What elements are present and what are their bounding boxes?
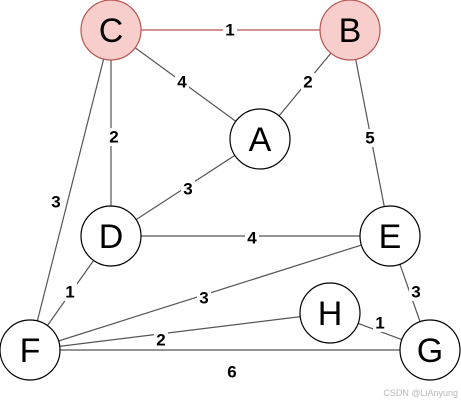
node-circle-c	[80, 0, 142, 61]
node-label-e: E	[379, 218, 402, 256]
node-a: A	[229, 108, 291, 170]
node-circle-f	[0, 319, 61, 381]
edge-weight-d-f: 1	[65, 283, 74, 302]
node-circle-e	[359, 205, 421, 267]
edge-weight-background	[225, 363, 239, 381]
node-g: G	[399, 319, 461, 381]
edge-weight-background	[197, 289, 211, 307]
edges-layer: 1 4 2 2 3 5 3 4 1 3 3 2 1 6	[29, 21, 431, 382]
edge-weight-c-b: 1	[225, 21, 234, 40]
node-label-b: B	[339, 12, 362, 50]
edge-c-f	[29, 29, 112, 351]
edge-weight-c-a: 4	[177, 73, 187, 92]
node-label-d: D	[99, 218, 124, 256]
edge-weight-background	[49, 193, 63, 211]
node-label-a: A	[249, 121, 272, 159]
edge-weight-c-d: 2	[109, 128, 118, 147]
node-label-c: C	[99, 12, 124, 50]
node-circle-h	[299, 282, 361, 344]
edge-weight-background	[175, 73, 189, 91]
edge-weight-d-e: 4	[247, 229, 257, 248]
edge-weight-c-f: 3	[51, 193, 60, 212]
edge-weight-background	[223, 21, 237, 39]
node-d: D	[80, 205, 142, 267]
node-h: H	[299, 282, 361, 344]
node-circle-g	[399, 319, 461, 381]
node-label-g: G	[417, 332, 443, 370]
node-circle-b	[319, 0, 381, 61]
node-e: E	[359, 205, 421, 267]
edge-f-h	[29, 312, 331, 351]
node-label-f: F	[20, 332, 41, 370]
edge-weight-f-e: 3	[199, 289, 208, 308]
node-b: B	[319, 0, 381, 61]
edge-weight-background	[63, 283, 77, 301]
edge-weight-h-g: 1	[375, 314, 384, 333]
edge-weight-b-a: 2	[303, 73, 312, 92]
nodes-layer: C B A D E H F G	[0, 0, 461, 381]
edge-weight-background	[245, 229, 259, 247]
edge-weight-b-e: 5	[365, 129, 374, 148]
edge-weight-background	[409, 283, 423, 301]
edge-weight-background	[154, 331, 168, 349]
edge-weight-f-h: 2	[156, 331, 165, 350]
watermark-text: CSDN @LiAnyung	[383, 388, 458, 398]
edge-weight-f-g: 6	[227, 363, 236, 382]
edge-weight-e-g: 3	[411, 283, 420, 302]
edge-weight-background	[301, 73, 315, 91]
edge-weight-background	[373, 314, 387, 332]
node-f: F	[0, 319, 61, 381]
edge-weight-background	[181, 180, 195, 198]
node-circle-a	[229, 108, 291, 170]
edge-weight-background	[363, 129, 377, 147]
edge-weight-background	[107, 128, 121, 146]
node-label-h: H	[318, 295, 343, 333]
node-circle-d	[80, 205, 142, 267]
node-c: C	[80, 0, 142, 61]
edge-weight-a-d: 3	[183, 180, 192, 199]
